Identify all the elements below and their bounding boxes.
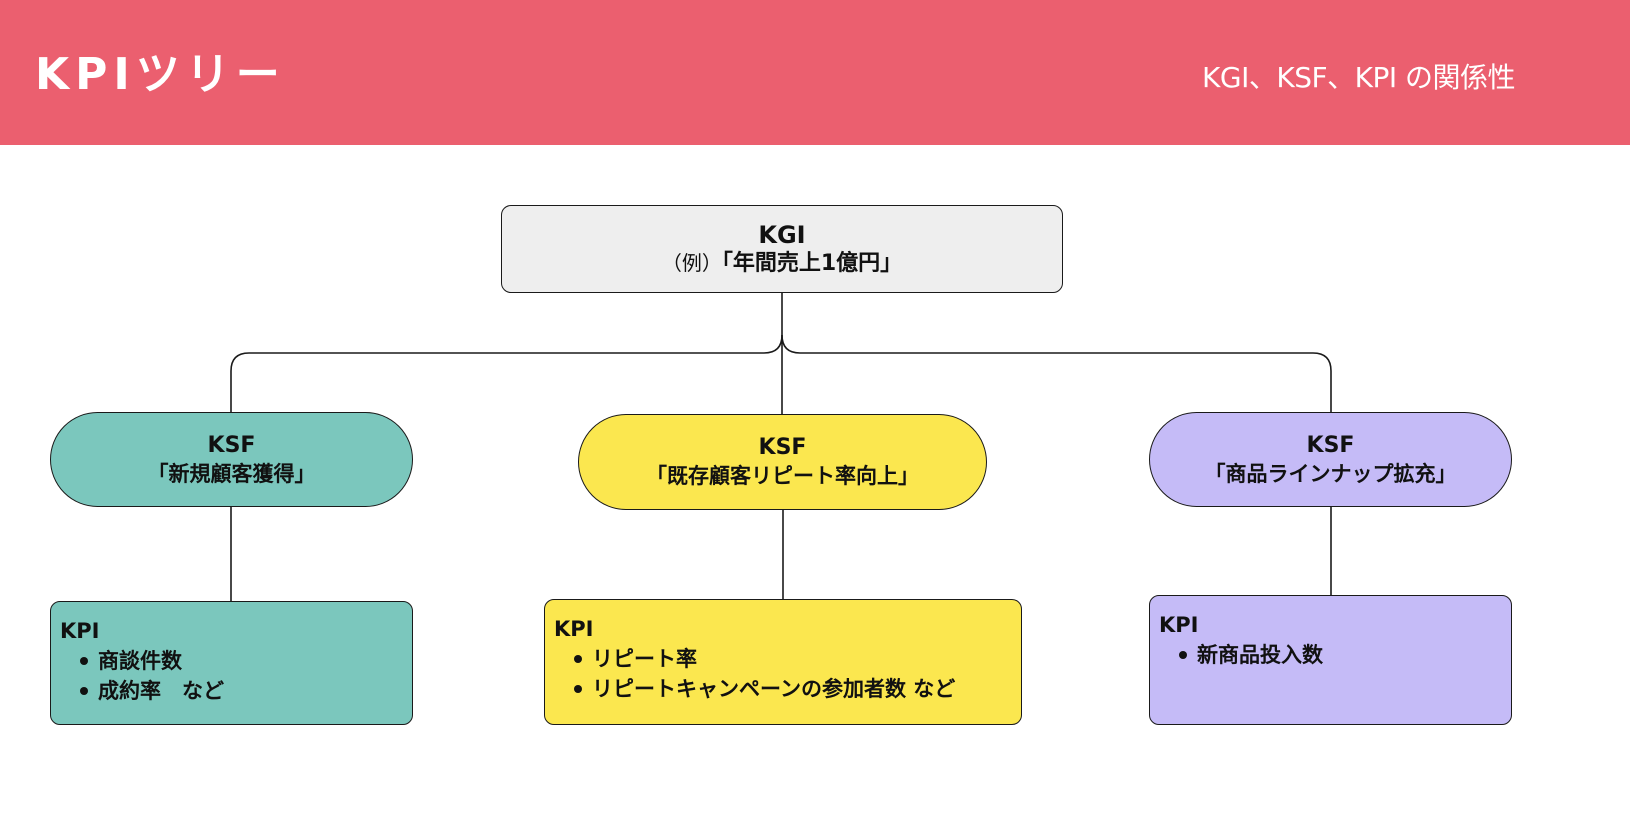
kgi-node: KGI （例）「年間売上1億円」: [501, 205, 1063, 293]
page-title: KPIツリー: [35, 49, 286, 100]
ksf-label: KSF: [1306, 432, 1355, 458]
kpi-list: 商談件数 成約率 など: [60, 646, 224, 706]
ksf-name: 「既存顧客リピート率向上」: [646, 464, 919, 488]
bullet-icon: [574, 655, 582, 663]
ksf-label: KSF: [207, 432, 256, 458]
ksf-label: KSF: [758, 435, 807, 460]
kpi-list-item: リピート率: [574, 644, 955, 674]
kpi-label: KPI: [554, 617, 594, 641]
kpi-list-item: 商談件数: [80, 646, 224, 676]
ksf-node-product-lineup: KSF 「商品ラインナップ拡充」: [1149, 412, 1512, 507]
page-subtitle: KGI、KSF、KPI の関係性: [1202, 61, 1515, 94]
connector-kgi-to-ksf-3: [781, 334, 1332, 412]
kgi-example: （例）「年間売上1億円」: [662, 249, 902, 278]
kpi-list-item: 新商品投入数: [1179, 640, 1323, 670]
connector-kgi-to-ksf-1: [230, 334, 783, 412]
kpi-label: KPI: [1159, 613, 1199, 637]
kpi-list: 新商品投入数: [1159, 640, 1323, 670]
kpi-node-new-customers: KPI 商談件数 成約率 など: [50, 601, 413, 725]
kgi-example-prefix: （例）: [661, 250, 722, 275]
kpi-node-product-lineup: KPI 新商品投入数: [1149, 595, 1512, 725]
ksf-node-repeat-rate: KSF 「既存顧客リピート率向上」: [578, 414, 987, 510]
ksf-name: 「商品ラインナップ拡充」: [1204, 461, 1457, 486]
bullet-icon: [80, 657, 88, 665]
header-banner: KPIツリー KGI、KSF、KPI の関係性: [0, 0, 1630, 145]
kgi-label: KGI: [758, 220, 806, 249]
kpi-label: KPI: [60, 619, 100, 643]
bullet-icon: [574, 685, 582, 693]
bullet-icon: [1179, 651, 1187, 659]
kpi-list: リピート率 リピートキャンペーンの参加者数 など: [554, 644, 955, 704]
kpi-node-repeat-rate: KPI リピート率 リピートキャンペーンの参加者数 など: [544, 599, 1022, 725]
kpi-list-item: リピートキャンペーンの参加者数 など: [574, 674, 955, 704]
ksf-name: 「新規顧客獲得」: [147, 461, 316, 486]
bullet-icon: [80, 687, 88, 695]
kpi-list-item: 成約率 など: [80, 676, 224, 706]
kgi-value: 「年間売上1億円」: [721, 250, 903, 276]
ksf-node-new-customers: KSF 「新規顧客獲得」: [50, 412, 413, 507]
